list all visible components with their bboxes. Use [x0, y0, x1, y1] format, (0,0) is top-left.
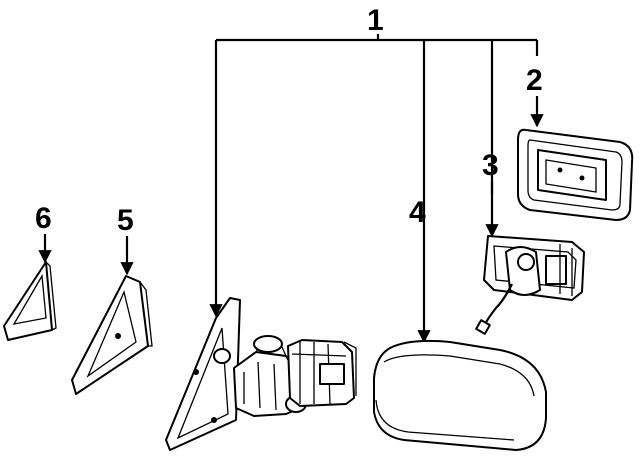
leader-lines-1	[209, 34, 539, 344]
callout-4: 4	[409, 196, 426, 229]
part-5-inner-cover	[71, 275, 153, 395]
callout-5: 5	[117, 204, 134, 237]
part-2-mirror-frame	[517, 128, 634, 221]
callout-6: 6	[35, 202, 52, 235]
callout-2: 2	[526, 64, 543, 97]
part-3-motor-actuator	[475, 235, 585, 335]
part-1-mirror-assembly	[165, 297, 357, 451]
part-4-mirror-cover	[373, 339, 547, 451]
part-6-trim-bezel	[3, 261, 57, 341]
callout-1: 1	[367, 4, 384, 37]
callout-3: 3	[482, 149, 499, 182]
